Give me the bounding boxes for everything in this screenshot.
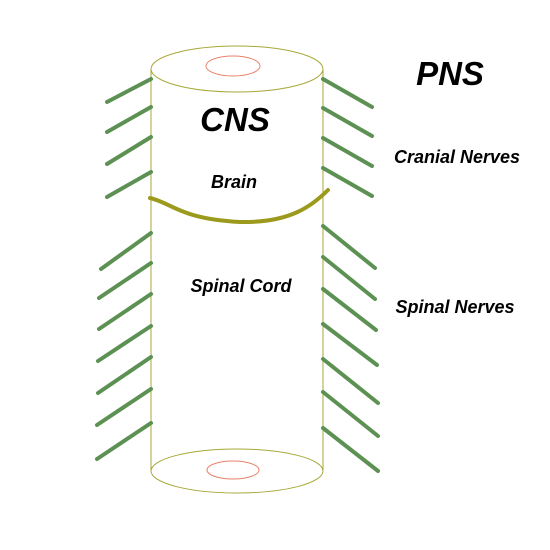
nerve-line — [321, 390, 380, 438]
left-spinal-nerves — [95, 231, 153, 461]
nerve-line — [321, 136, 374, 168]
top-central-canal — [205, 55, 261, 77]
right-cranial-nerves — [321, 77, 374, 198]
nerve-line — [105, 105, 153, 134]
nerve-line — [96, 324, 153, 363]
nerve-line — [97, 261, 153, 300]
bottom-central-canal — [206, 460, 260, 480]
brain-spinal-cord-divider — [148, 188, 330, 225]
pns-label: PNS — [416, 55, 484, 92]
nerve-line — [321, 166, 374, 198]
nerve-line — [95, 421, 153, 461]
brain-label: Brain — [211, 172, 257, 192]
spinal-cord-label: Spinal Cord — [190, 276, 292, 296]
nerve-line — [105, 77, 153, 104]
nerve-line — [321, 357, 380, 405]
nerve-line — [321, 426, 380, 473]
cylinder-body — [151, 69, 323, 471]
nerve-line — [105, 170, 153, 199]
spinal-nerves-label: Spinal Nerves — [395, 297, 514, 317]
nerve-line — [105, 135, 153, 166]
nerve-line — [321, 77, 374, 109]
nerve-line — [99, 231, 153, 271]
cns-cylinder — [150, 45, 324, 494]
left-cranial-nerves — [105, 77, 153, 199]
nerve-line — [321, 287, 378, 332]
cylinder-bottom-rim-back — [150, 448, 324, 472]
nerve-line — [95, 387, 153, 427]
nerve-line — [97, 292, 153, 331]
cylinder-top — [150, 45, 324, 93]
cranial-nerves-label: Cranial Nerves — [394, 147, 520, 167]
nerve-line — [321, 255, 377, 301]
right-spinal-nerves — [321, 224, 380, 473]
nerve-line — [96, 355, 153, 395]
nerve-line — [321, 106, 374, 138]
nerve-line — [321, 224, 377, 270]
cylinder-bottom-rim — [150, 470, 324, 494]
cns-label: CNS — [200, 101, 270, 138]
nerve-line — [321, 322, 379, 367]
